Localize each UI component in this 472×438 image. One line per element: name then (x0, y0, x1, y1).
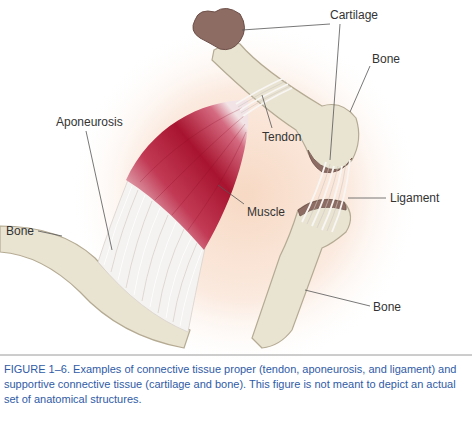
part-label: Cartilage (330, 8, 378, 22)
part-label: Bone (373, 300, 401, 314)
figure-caption: FIGURE 1–6. Examples of connective tissu… (4, 362, 466, 407)
part-label: Tendon (262, 130, 301, 144)
part-label: Bone (372, 52, 400, 66)
part-label: Ligament (390, 191, 439, 205)
part-label: Aponeurosis (56, 115, 123, 129)
part-label: Muscle (247, 205, 285, 219)
part-label: Bone (6, 224, 34, 238)
